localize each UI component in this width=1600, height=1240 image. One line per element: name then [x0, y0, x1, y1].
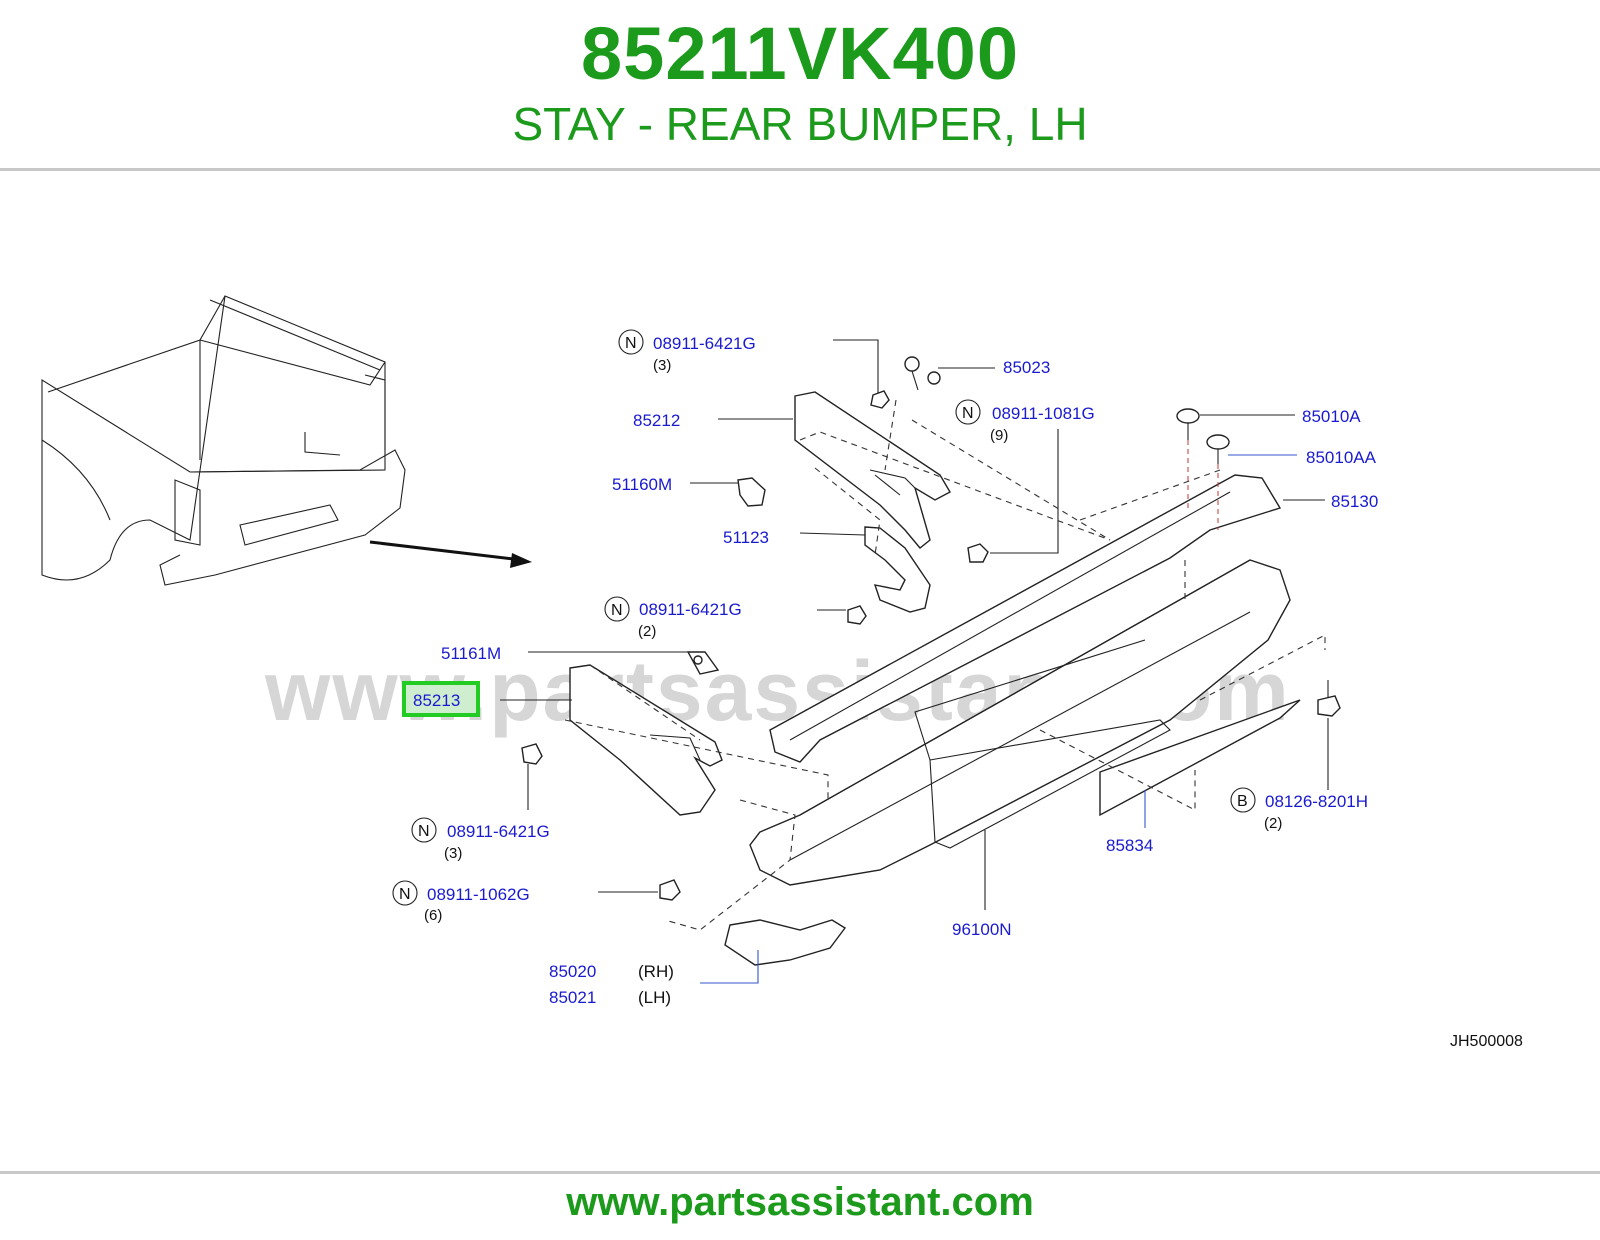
nut-lh-08911-6421g	[521, 743, 543, 765]
callout-side: (LH)	[638, 988, 671, 1007]
reinforcement-85130	[769, 474, 1282, 763]
bracket-51160m	[737, 477, 766, 507]
callout-part-number[interactable]: 08911-6421G	[653, 334, 756, 353]
end-cap-85020-85021	[724, 919, 847, 966]
callout-quantity: (2)	[638, 623, 656, 640]
direction-arrow	[369, 540, 532, 568]
b-marker-icon	[1230, 787, 1256, 813]
callout-prefix: N	[611, 602, 623, 619]
clip-85010aa	[1206, 434, 1230, 530]
callout-b1[interactable]: B 08126-8201H (2)	[1230, 787, 1368, 832]
callout-n2[interactable]: N 08911-1081G (9)	[955, 399, 1095, 444]
callout-part-number[interactable]: 85020	[549, 962, 596, 981]
callout-part-number[interactable]: 85010A	[1302, 407, 1361, 426]
callout-quantity: (9)	[990, 427, 1008, 444]
nut-08911-1062g	[659, 879, 681, 901]
callout-part-number[interactable]: 85212	[633, 411, 680, 430]
callout-prefix: N	[625, 335, 637, 352]
callout-part-number[interactable]: 85010AA	[1306, 448, 1377, 467]
callout-quantity: (2)	[1264, 815, 1282, 832]
stay-rh-85212	[794, 391, 951, 549]
page-header: 85211VK400 STAY - REAR BUMPER, LH	[0, 0, 1600, 170]
callout-part-number[interactable]: 85130	[1331, 492, 1378, 511]
callout-n5[interactable]: N 08911-1062G (6)	[392, 880, 530, 924]
callout-prefix: N	[399, 886, 411, 903]
callout-85212[interactable]: 85212	[633, 411, 680, 430]
callout-part-number[interactable]: 85021	[549, 988, 596, 1007]
bolt-51161m	[686, 651, 720, 675]
callout-quantity: (3)	[653, 357, 671, 374]
n-marker-icon	[392, 880, 418, 906]
callout-85834[interactable]: 85834	[1106, 836, 1153, 855]
callout-part-number[interactable]: 51160M	[612, 475, 672, 494]
callout-part-number[interactable]: 85023	[1003, 358, 1050, 377]
nut-upper-1	[870, 390, 890, 409]
truck-rear-illustration	[41, 295, 406, 586]
callout-part-number[interactable]: 08911-6421G	[639, 600, 742, 619]
callout-n3[interactable]: N 08911-6421G (2)	[604, 596, 742, 640]
callout-part-number[interactable]: 96100N	[952, 920, 1012, 939]
diagram-reference-code: JH500008	[1450, 1033, 1523, 1050]
callout-part-number[interactable]: 08911-1062G	[427, 885, 530, 904]
callout-part-number[interactable]: 08126-8201H	[1265, 792, 1368, 811]
callout-96100n[interactable]: 96100N	[952, 920, 1012, 939]
nut-upper-3	[847, 605, 867, 625]
callout-quantity: (6)	[424, 907, 442, 924]
nut-upper-2	[967, 543, 989, 563]
clip-85010a	[1176, 408, 1200, 510]
assembly-dashed-lines	[564, 399, 1326, 931]
callout-51160m[interactable]: 51160M	[612, 475, 672, 494]
callout-part-number[interactable]: 08911-1081G	[992, 404, 1095, 423]
n-marker-icon	[618, 329, 644, 355]
callout-part-number[interactable]: 51123	[723, 528, 769, 547]
footer-divider	[0, 1171, 1600, 1174]
callout-85130[interactable]: 85130	[1331, 492, 1378, 511]
callout-85010a[interactable]: 85010A	[1302, 407, 1361, 426]
tow-hook-51123	[864, 526, 931, 613]
leader-lines	[500, 339, 1329, 984]
callout-side: (RH)	[638, 962, 674, 981]
callout-51161m[interactable]: 51161M	[441, 644, 501, 663]
part-description: STAY - REAR BUMPER, LH	[512, 98, 1088, 150]
callout-n1[interactable]: N 08911-6421G (3)	[618, 329, 756, 374]
callout-85023[interactable]: 85023	[1003, 358, 1050, 377]
n-marker-icon	[955, 399, 981, 425]
callout-prefix: N	[962, 405, 974, 422]
bolt-85023	[904, 356, 941, 391]
callout-n4[interactable]: N 08911-6421G (3)	[411, 817, 550, 862]
bolt-b-08126	[1317, 680, 1341, 717]
callout-part-number[interactable]: 08911-6421G	[447, 822, 550, 841]
footer-website-link[interactable]: www.partsassistant.com	[566, 1180, 1034, 1224]
callout-part-number[interactable]: 51161M	[441, 644, 501, 663]
callout-part-number[interactable]: 85213	[413, 691, 460, 710]
highlight-box	[402, 681, 480, 717]
stay-lh-85213	[569, 664, 723, 816]
header-divider	[0, 168, 1600, 171]
callout-85020-rh[interactable]: 85020 (RH)	[549, 962, 674, 981]
callout-85213-highlighted[interactable]: 85213	[402, 681, 480, 717]
callout-85021-lh[interactable]: 85021 (LH)	[549, 988, 671, 1007]
n-marker-icon	[411, 817, 437, 843]
callout-prefix: N	[418, 823, 430, 840]
callout-prefix: B	[1237, 793, 1248, 810]
rear-bumper-96100n	[749, 559, 1291, 886]
callout-51123[interactable]: 51123	[723, 528, 769, 547]
part-number-title: 85211VK400	[581, 12, 1019, 95]
n-marker-icon	[604, 596, 630, 622]
callout-quantity: (3)	[444, 845, 462, 862]
callout-85010aa[interactable]: 85010AA	[1306, 448, 1377, 467]
callout-part-number[interactable]: 85834	[1106, 836, 1153, 855]
